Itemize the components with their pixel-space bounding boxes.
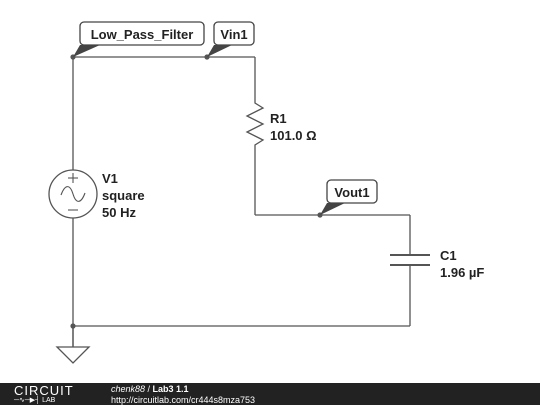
circuit-title: Lab3 1.1 [152, 384, 189, 394]
logo-lab-text: LAB [42, 397, 56, 404]
footer-circuit-info: chenk88 / Lab3 1.1 [111, 384, 189, 395]
r1-resistor [245, 95, 265, 150]
logo-resistor-icon: ─∿─▶┤ [14, 397, 43, 404]
net-label-vout1[interactable]: Vout1 [320, 179, 378, 215]
sine-wave-icon [60, 186, 86, 202]
net-label-vout1-text: Vout1 [334, 185, 369, 200]
footer-bar: CIRCUIT ─∿─▶┤ LAB chenk88 / Lab3 1.1 htt… [0, 383, 540, 405]
circuitlab-logo-sub: ─∿─▶┤ LAB [14, 397, 55, 405]
net-label-low-pass-filter[interactable]: Low_Pass_Filter [73, 21, 205, 57]
circuitlab-logo: CIRCUIT [14, 383, 74, 398]
footer-separator: / [145, 384, 153, 394]
c1-capacitor [390, 254, 430, 266]
v1-voltage-source [48, 169, 98, 219]
net-label-low-pass-filter-text: Low_Pass_Filter [91, 27, 194, 42]
r1-value: 101.0 Ω [270, 128, 317, 143]
r1-name: R1 [270, 111, 287, 126]
c1-value: 1.96 µF [440, 265, 484, 280]
v1-frequency: 50 Hz [102, 205, 136, 220]
junction-dot [70, 323, 76, 329]
ground-icon [55, 326, 91, 364]
net-label-vin1-text: Vin1 [220, 27, 247, 42]
circuit-url-link[interactable]: http://circuitlab.com/cr444s8mza753 [111, 395, 256, 405]
net-label-vin1[interactable]: Vin1 [207, 21, 255, 57]
c1-name: C1 [440, 248, 457, 263]
schematic-canvas: Low_Pass_Filter Vin1 Vout1 R1 101.0 Ω V1… [48, 21, 484, 364]
v1-wave: square [102, 188, 145, 203]
author-link[interactable]: chenk88 [111, 384, 146, 394]
v1-name: V1 [102, 171, 118, 186]
wires [72, 56, 411, 347]
